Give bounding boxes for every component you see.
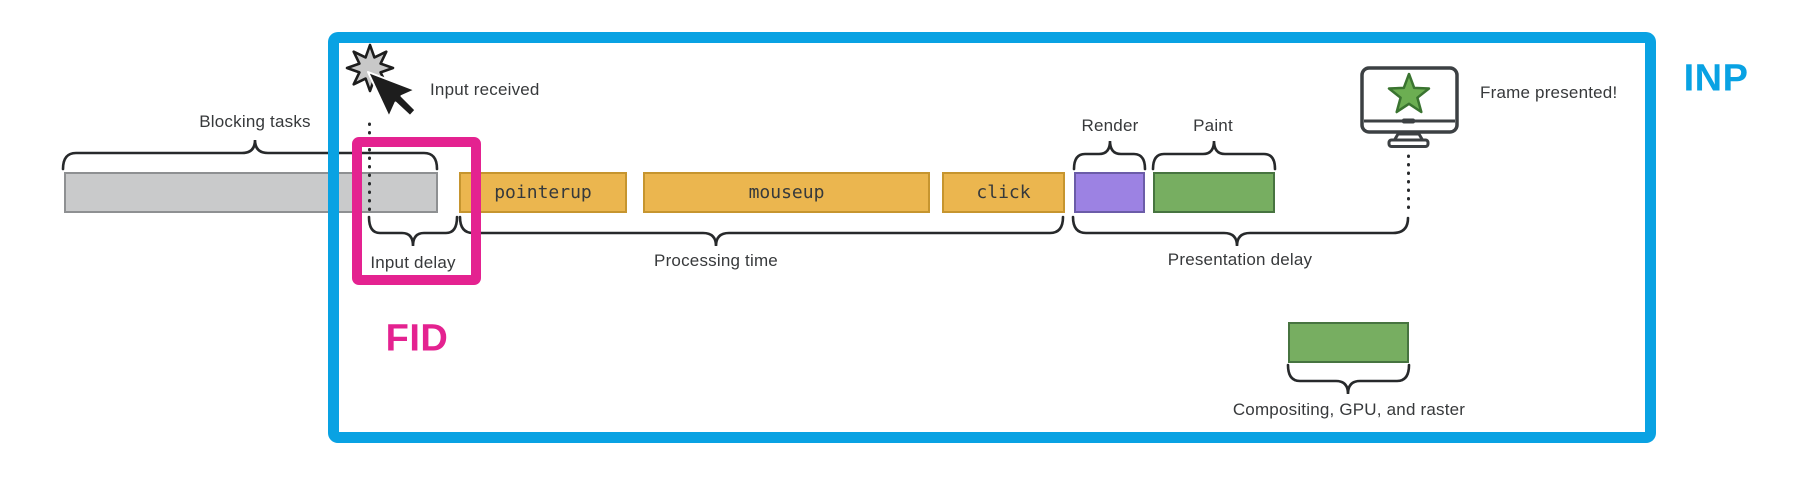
event-bar-pointerup: pointerup <box>459 172 627 213</box>
blocking-tasks-label: Blocking tasks <box>199 112 311 131</box>
inp-region-box <box>328 32 1656 443</box>
paint-bar <box>1153 172 1275 213</box>
input-delay-label: Input delay <box>370 253 456 272</box>
compositing-label: Compositing, GPU, and raster <box>1232 400 1466 419</box>
event-bar-mouseup-label: mouseup <box>748 182 825 203</box>
render-label: Render <box>1081 116 1139 135</box>
event-bar-pointerup-label: pointerup <box>494 182 592 203</box>
event-bar-click: click <box>942 172 1065 213</box>
compositing-bar <box>1288 322 1409 363</box>
event-bar-mouseup: mouseup <box>643 172 930 213</box>
inp-metric-label: INP <box>1683 57 1749 100</box>
input-received-label: Input received <box>430 80 540 99</box>
fid-metric-label: FID <box>385 317 449 360</box>
presentation-delay-label: Presentation delay <box>1167 250 1313 269</box>
paint-label: Paint <box>1193 116 1233 135</box>
event-bar-click-label: click <box>976 182 1031 203</box>
render-bar <box>1074 172 1145 213</box>
fid-region-box <box>352 137 481 285</box>
processing-time-label: Processing time <box>654 251 778 270</box>
frame-presented-label: Frame presented! <box>1480 83 1618 102</box>
blocking-tasks-bar <box>64 172 438 213</box>
